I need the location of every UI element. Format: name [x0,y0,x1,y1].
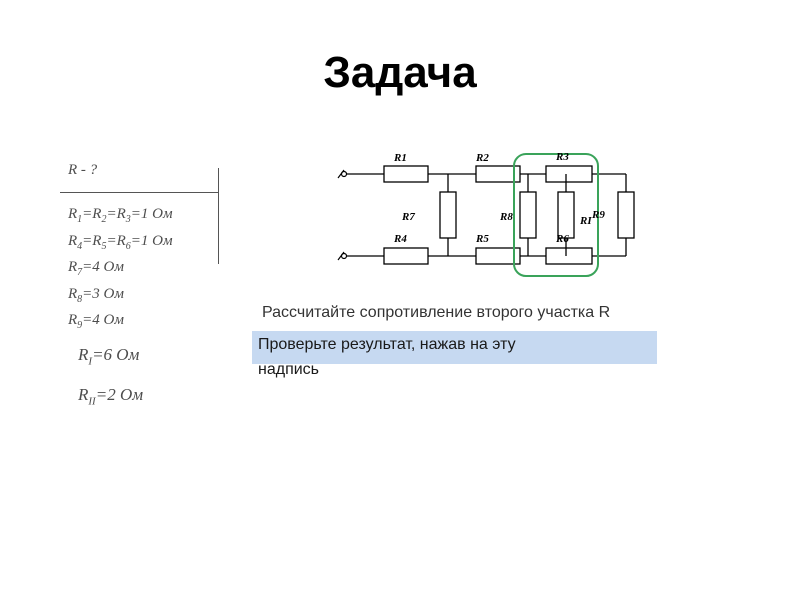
label-r2: R2 [475,152,489,164]
circuit-diagram: R1 R2 R3 R4 R5 R6 R7 R8 RI R9 [337,151,635,277]
label-r8: R8 [499,211,513,223]
resistor-r2 [475,165,521,183]
given-line: R4=R5=R6=1 Ом [68,232,173,252]
check-result-line1: Проверьте результат, нажав на эту [258,336,516,353]
given-line: R7=4 Ом [68,259,124,278]
given-line: R1=R2=R3=1 Ом [68,206,173,225]
task-text: Рассчитайте сопротивление второго участк… [262,304,611,321]
terminal-mark [337,169,345,179]
resistor-r9 [617,191,635,239]
page-title: Задача [323,48,477,97]
resistor-r1 [383,165,429,183]
label-r7: R7 [401,211,415,223]
terminal-mark [337,251,345,261]
given-block: R - ? R1=R2=R3=1 Ом R4=R5=R6=1 Ом R7=4 О… [60,162,220,331]
label-r3: R3 [555,151,569,163]
highlight-section [513,153,599,277]
given-line: R8=3 Ом [68,285,124,305]
resistor-r5 [475,247,521,265]
label-ri: RI [579,215,592,227]
label-r1: R1 [393,152,407,164]
resistor-r4 [383,247,429,265]
label-r6: R6 [555,233,569,245]
resistor-ri [557,191,575,239]
label-r5: R5 [475,233,489,245]
resistor-r3 [545,165,593,183]
check-result-line2: надпись [258,361,320,378]
result-line: RI=6 Ом [78,345,140,368]
resistor-r7 [439,191,457,239]
unknown-label: R - ? [68,162,98,178]
given-values: R1=R2=R3=1 Ом R4=R5=R6=1 Ом R7=4 Ом R8=3… [68,204,173,337]
results-block: RI=6 Ом RII=2 Ом [78,338,143,419]
given-divider-vertical [218,168,219,264]
result-line: RII=2 Ом [78,385,144,408]
resistor-r6 [545,247,593,265]
check-result-button[interactable]: Проверьте результат, нажав на эту надпис… [252,331,657,378]
label-r4: R4 [393,233,407,245]
given-divider-horizontal [60,192,218,193]
label-r9: R9 [591,209,605,221]
given-line: R9=4 Ом [68,312,124,331]
resistor-r8 [519,191,537,239]
